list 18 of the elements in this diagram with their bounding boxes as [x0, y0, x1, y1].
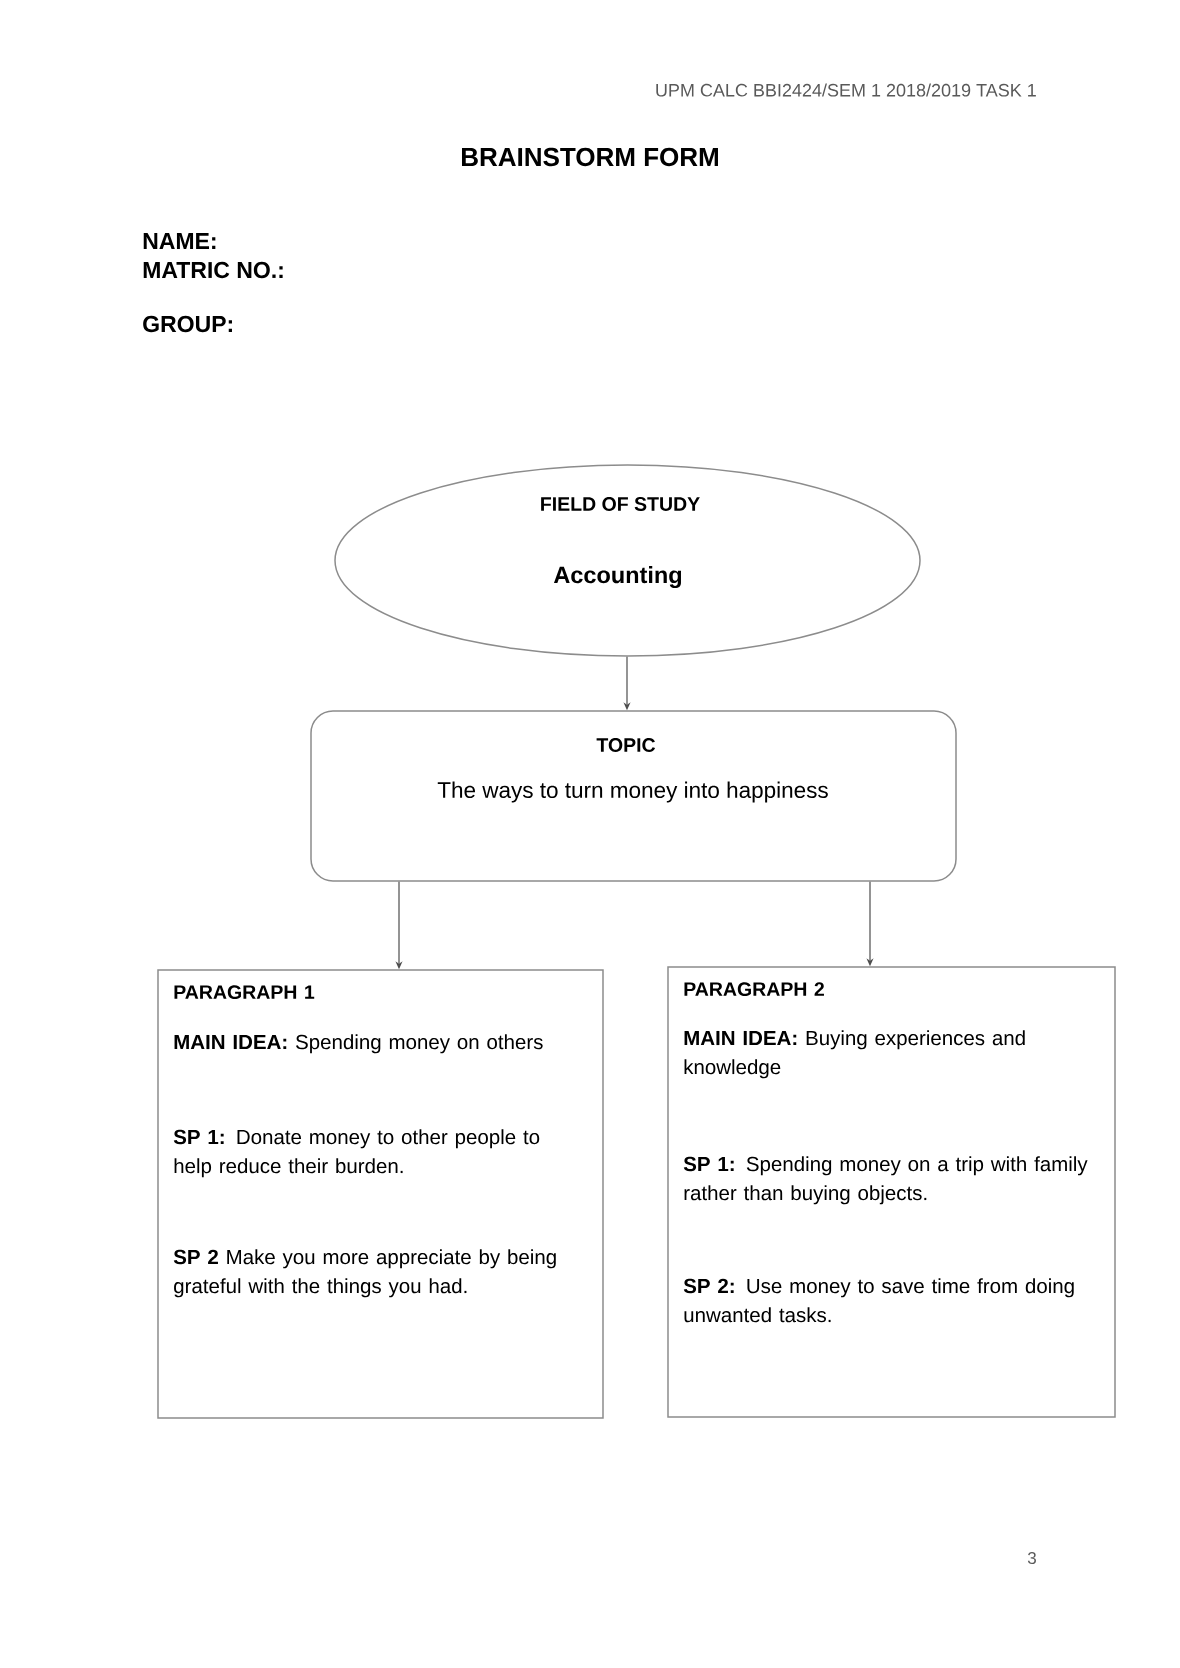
- heading: FIELD OF STUDY: [541, 497, 700, 511]
- title: BRAINSTORM FORM: [462, 147, 718, 167]
- field-label: GROUP:: [143, 315, 232, 333]
- heading: TOPIC: [596, 738, 656, 752]
- main-idea-text: MAIN IDEA: Buying experiences and knowledge: [684, 1030, 1025, 1079]
- supporting-point: SP 1: Donate money to other people to help reduce their burden.: [173, 1129, 540, 1178]
- supporting-point: SP 2: Use money to save time from doing unwanted tasks.: [683, 1278, 1074, 1323]
- heading: PARAGRAPH 2: [684, 982, 824, 996]
- field-text: Accounting: [553, 566, 682, 588]
- field-label: NAME:: [143, 233, 216, 249]
- heading: PARAGRAPH 1: [174, 985, 315, 999]
- main-idea-text: MAIN IDEA: Spending money on others: [174, 1034, 543, 1054]
- running-header: UPM CALC BBI2424/SEM 1 2018/2019 TASK 1: [656, 83, 1036, 97]
- supporting-point: SP 1: Spending money on a trip with family rather than buying objects.: [683, 1156, 1088, 1205]
- field-label: MATRIC NO.:: [143, 261, 283, 279]
- page-number: 3: [1027, 1552, 1036, 1565]
- topic-text: The ways to turn money into happiness: [437, 781, 828, 803]
- supporting-point: SP 2 Make you more appreciate by being grateful with the things you had.: [173, 1249, 556, 1298]
